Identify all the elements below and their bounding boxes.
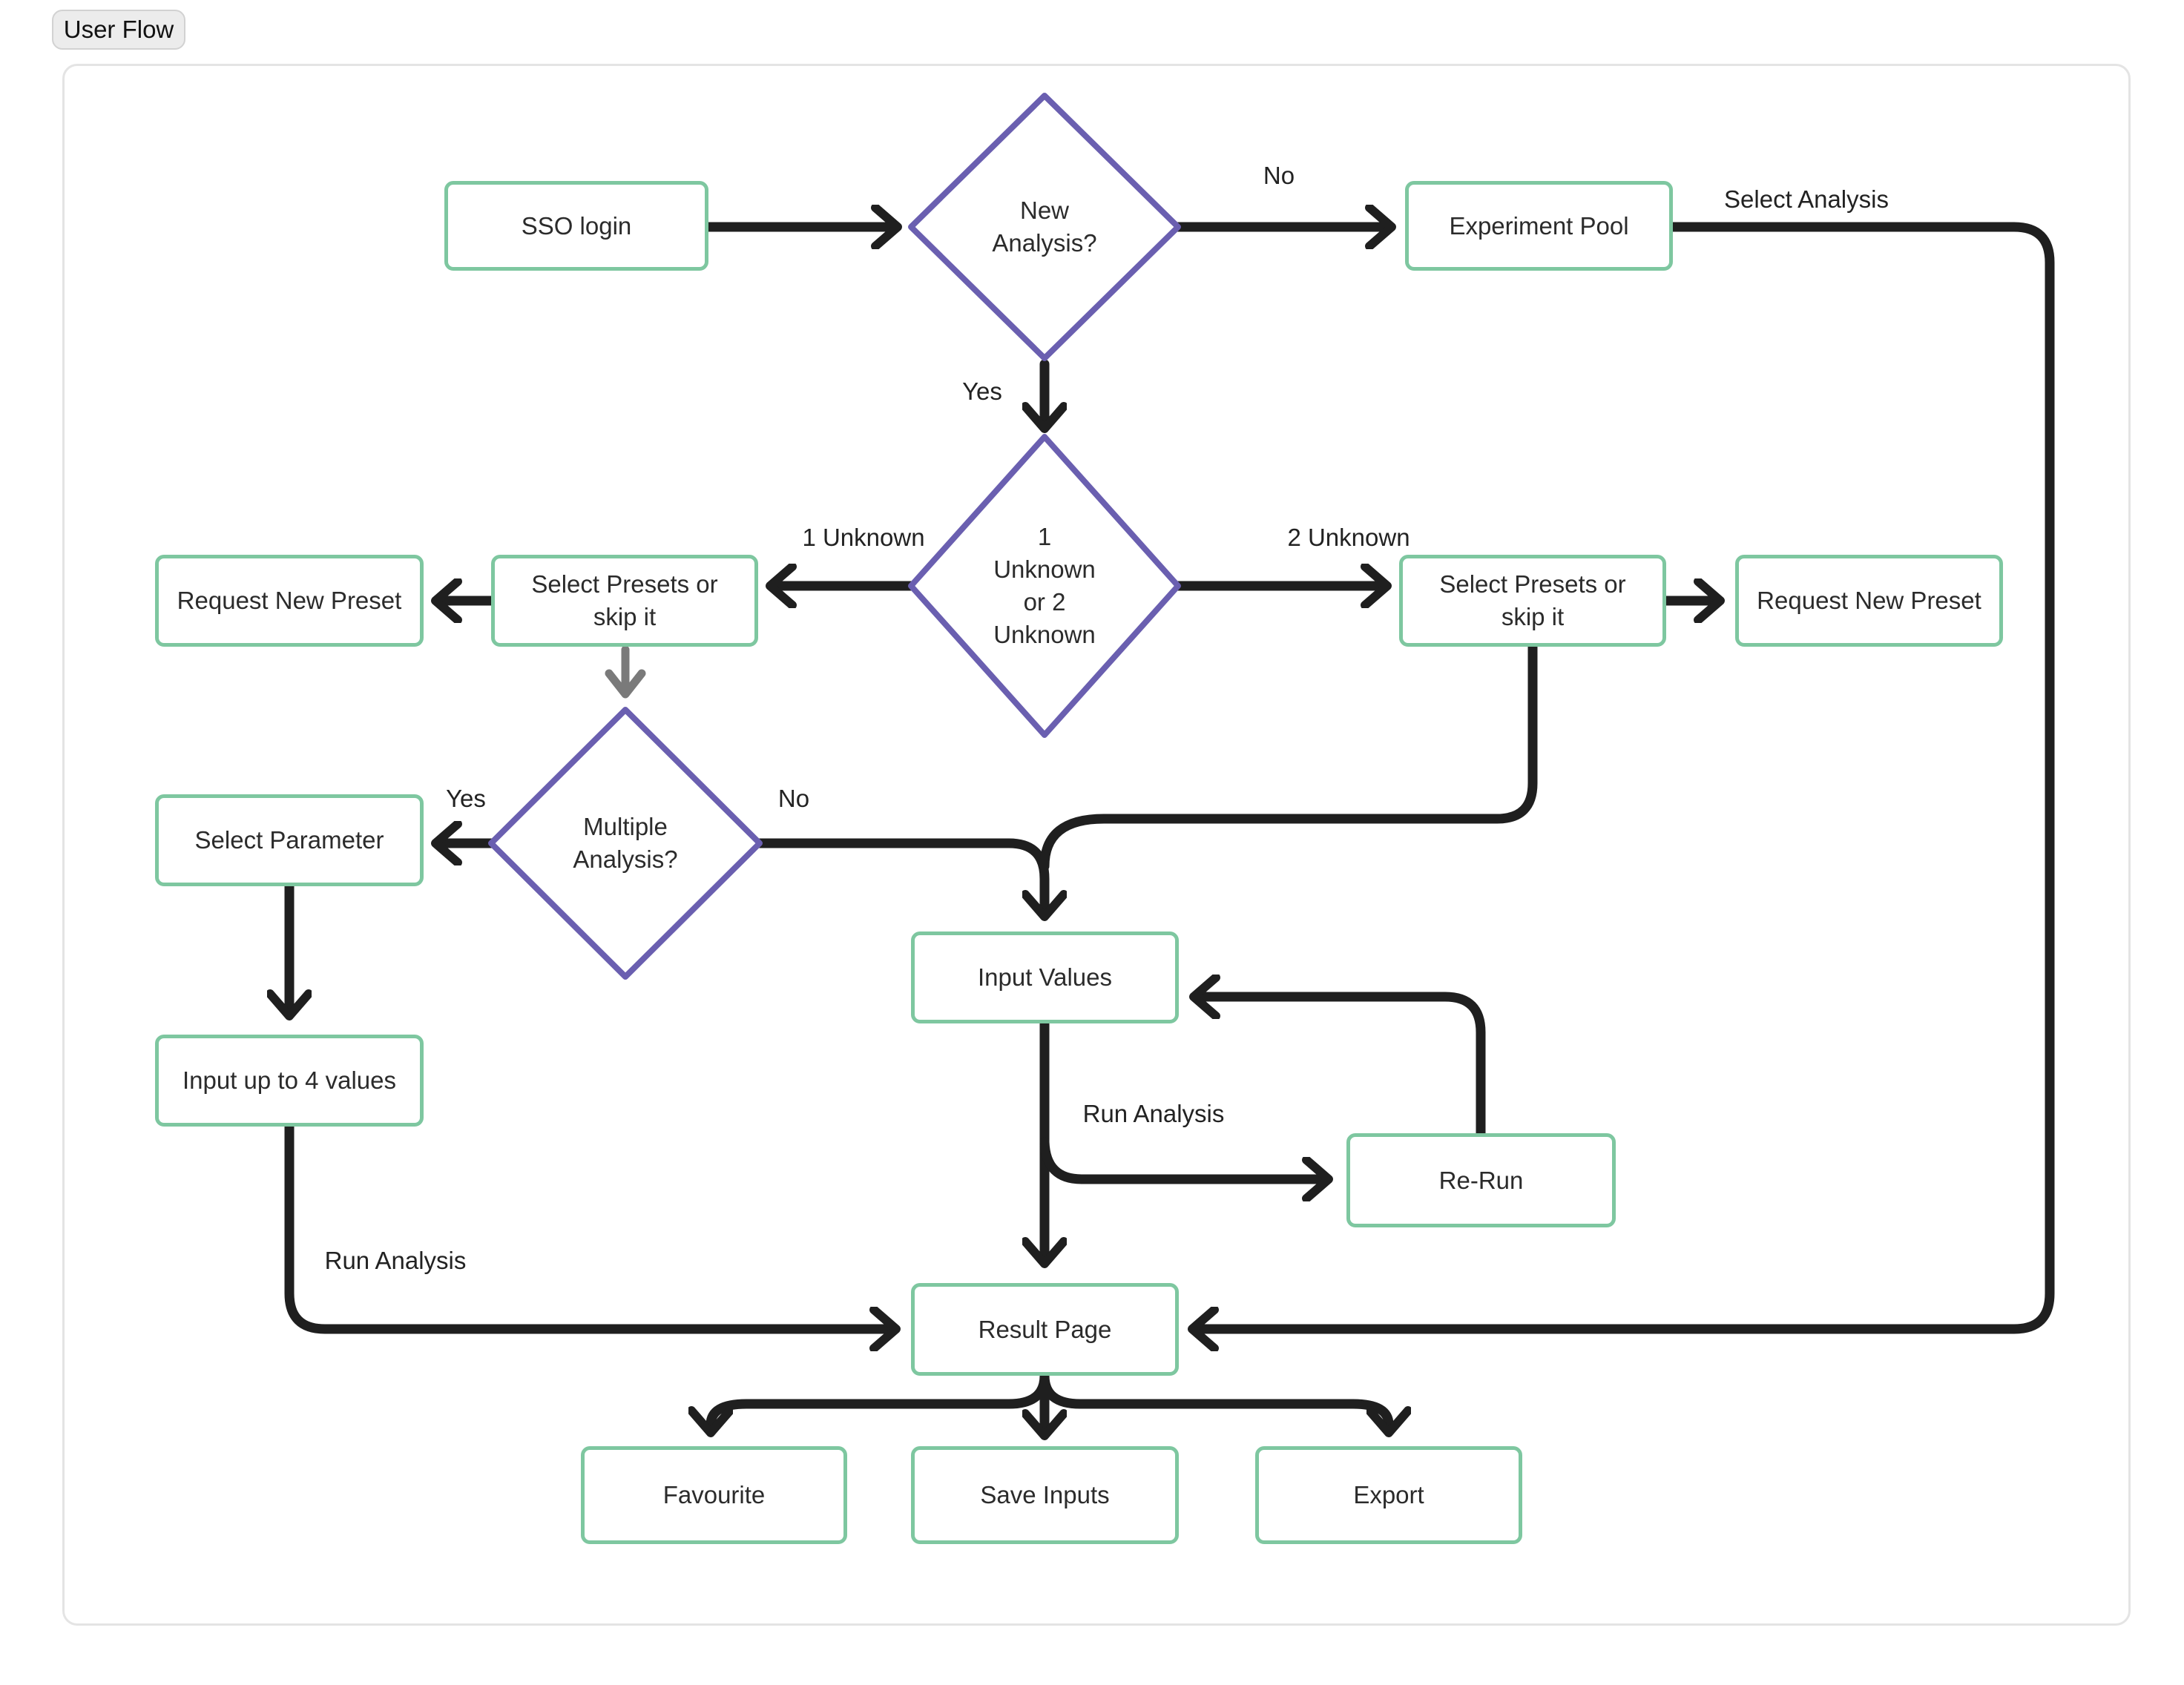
decision-unknown-shape[interactable]: [908, 434, 1181, 738]
edge-label-yes: Yes: [962, 377, 1002, 405]
decision-multiple-analysis-shape[interactable]: [488, 707, 763, 980]
node-request-new-preset-right[interactable]: Request New Preset: [1735, 555, 2003, 647]
decision-new-analysis-label: New Analysis?: [992, 197, 1097, 257]
decision-new-analysis-shape[interactable]: [908, 93, 1181, 361]
edge-label-run-analysis-left: Run Analysis: [324, 1247, 467, 1274]
edge-branch-to-rerun: [1039, 1137, 1327, 1179]
edge-result-to-favourite: [711, 1371, 1050, 1431]
edge-label-1-unknown: 1 Unknown: [802, 524, 925, 551]
edge-label-2-unknown: 2 Unknown: [1287, 524, 1410, 551]
decision-multiple-analysis-label: Multiple Analysis?: [573, 813, 678, 873]
node-select-presets-left[interactable]: Select Presets or skip it: [491, 555, 758, 647]
edge-result-to-export: [1039, 1371, 1389, 1431]
node-select-presets-right[interactable]: Select Presets or skip it: [1399, 555, 1666, 647]
node-experiment-pool[interactable]: Experiment Pool: [1405, 181, 1673, 271]
edge-label-select-analysis: Select Analysis: [1724, 185, 1889, 213]
edge-input-up-to-4-run-analysis-to-result: [284, 1121, 895, 1329]
node-result-page[interactable]: Result Page: [911, 1283, 1179, 1376]
node-save-inputs[interactable]: Save Inputs: [911, 1446, 1179, 1544]
edge-label-yes-multiple: Yes: [446, 785, 486, 812]
node-sso-login[interactable]: SSO login: [444, 181, 708, 271]
edge-multiple-analysis-no-to-input-values: [754, 838, 1045, 915]
node-select-parameter[interactable]: Select Parameter: [155, 794, 424, 886]
edge-rerun-loop-to-input-values: [1195, 997, 1486, 1138]
node-input-values[interactable]: Input Values: [911, 931, 1179, 1023]
edge-select-analysis-to-result-page: [1194, 222, 2055, 1329]
node-re-run[interactable]: Re-Run: [1346, 1133, 1616, 1227]
user-flow-badge[interactable]: User Flow: [52, 10, 185, 50]
node-request-new-preset-left[interactable]: Request New Preset: [155, 555, 424, 647]
node-favourite[interactable]: Favourite: [581, 1446, 847, 1544]
edge-label-run-analysis-mid: Run Analysis: [1082, 1100, 1225, 1127]
edge-select-presets-right-down-to-input-values: [1039, 642, 1538, 871]
edge-label-no-multiple: No: [777, 785, 810, 812]
decision-unknown-label: 1 Unknown or 2 Unknown: [993, 523, 1096, 648]
node-input-up-to-4-values[interactable]: Input up to 4 values: [155, 1035, 424, 1127]
node-export[interactable]: Export: [1255, 1446, 1522, 1544]
edge-label-no: No: [1263, 162, 1295, 189]
